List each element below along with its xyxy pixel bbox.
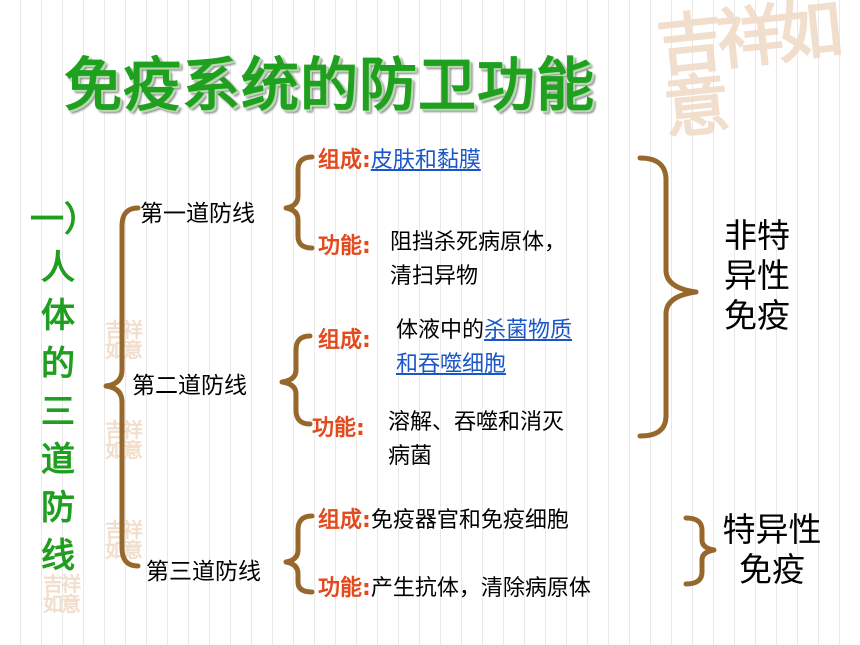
side-title-char: 道 xyxy=(41,440,75,480)
line2-composition-text: 体液中的杀菌物质 和吞噬细胞 xyxy=(396,314,572,382)
composition-plain: 体液中的 xyxy=(396,318,485,343)
category-line: 非特 xyxy=(724,216,790,255)
nonspecific-brace xyxy=(637,155,699,439)
bactericidal-substance-link[interactable]: 杀菌物质 xyxy=(484,318,573,343)
function-text: 产生抗体，清除病原体 xyxy=(370,576,591,601)
side-title-char: 三 xyxy=(41,392,75,432)
skin-mucosa-link[interactable]: 皮肤和黏膜 xyxy=(370,148,481,173)
line3-name: 第三道防线 xyxy=(146,559,261,585)
category-line: 免疫 xyxy=(739,550,805,589)
side-title-char: 线 xyxy=(41,536,75,576)
line1-composition: 组成:皮肤和黏膜 xyxy=(318,142,481,178)
function-key: 功能: xyxy=(318,234,371,259)
function-key: 功能: xyxy=(312,416,365,441)
line3-function: 功能:产生抗体，清除病原体 xyxy=(318,570,591,606)
line1-function-text: 阻挡杀死病原体， 清扫异物 xyxy=(390,226,566,294)
line2-name: 第二道防线 xyxy=(132,373,247,399)
line2-function-text: 溶解、吞噬和消灭 病菌 xyxy=(388,406,564,474)
line3-brace xyxy=(283,513,315,595)
category-line: 特异性 xyxy=(722,510,822,549)
nonspecific-immunity-label: 非特 异性 免疫 xyxy=(712,216,802,336)
side-title-char: 体 xyxy=(41,296,75,336)
slide-title: 免疫系统的防卫功能 xyxy=(64,51,596,119)
composition-key: 组成: xyxy=(318,508,371,533)
side-title-char: 的 xyxy=(41,344,75,384)
function-line: 阻挡杀死病原体， xyxy=(390,230,567,255)
small-seal-watermark: 吉祥如意 xyxy=(43,572,81,616)
function-line: 病菌 xyxy=(388,444,433,469)
side-title-char: 防 xyxy=(41,488,75,528)
line1-name: 第一道防线 xyxy=(140,201,255,227)
line2-brace xyxy=(279,333,313,427)
specific-immunity-label: 特异性 免疫 xyxy=(712,510,832,590)
composition-key: 组成: xyxy=(318,328,371,353)
function-line: 清扫异物 xyxy=(390,264,479,289)
line2-composition-key: 组成: xyxy=(318,322,371,354)
line3-composition: 组成:免疫器官和免疫细胞 xyxy=(318,502,569,538)
category-line: 异性 xyxy=(724,256,790,295)
function-key: 功能: xyxy=(318,576,371,601)
line2-function-key: 功能: xyxy=(312,410,365,442)
function-line: 溶解、吞噬和消灭 xyxy=(388,410,565,435)
composition-key: 组成: xyxy=(318,148,371,173)
specific-brace xyxy=(683,515,717,587)
composition-text: 免疫器官和免疫细胞 xyxy=(370,508,569,533)
main-left-brace xyxy=(103,205,141,569)
side-title-three-lines: 一） 人 体 的 三 道 防 线 xyxy=(30,196,110,580)
line1-function: 功能: xyxy=(318,228,371,260)
line1-brace xyxy=(283,154,315,251)
side-title-char: 人 xyxy=(41,248,75,288)
phagocyte-link[interactable]: 和吞噬细胞 xyxy=(396,352,507,377)
category-line: 免疫 xyxy=(724,296,790,335)
